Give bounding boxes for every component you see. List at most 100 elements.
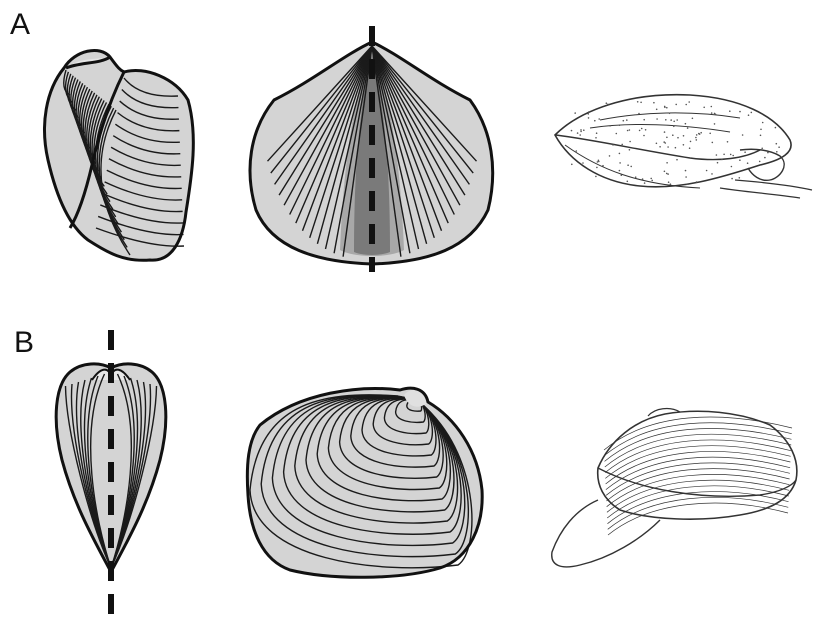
stipple-dot <box>588 113 590 115</box>
stipple-dot <box>656 109 658 111</box>
stipple-dot <box>580 129 582 131</box>
stipple-dot <box>630 166 632 168</box>
stipple-dot <box>602 165 604 167</box>
stipple-dot <box>579 134 581 136</box>
stipple-dot <box>595 176 597 178</box>
stipple-dot <box>670 119 672 121</box>
stipple-dot <box>616 133 618 135</box>
stipple-dot <box>666 162 668 164</box>
stipple-dot <box>644 182 646 184</box>
stipple-dot <box>776 151 778 153</box>
stipple-dot <box>729 110 731 112</box>
stipple-dot <box>583 129 585 131</box>
stipple-dot <box>619 162 621 164</box>
stipple-dot <box>711 173 713 175</box>
stipple-dot <box>687 127 689 129</box>
stipple-dot <box>667 146 669 148</box>
stipple-dot <box>596 167 598 169</box>
stipple-dot <box>650 178 652 180</box>
stipple-dot <box>673 121 675 123</box>
stipple-dot <box>715 114 717 116</box>
stipple-dot <box>767 152 769 154</box>
stipple-dot <box>664 131 666 133</box>
panel-b-animal-drawing <box>552 409 797 567</box>
stipple-dot <box>676 119 678 121</box>
stipple-dot <box>627 130 629 132</box>
stipple-dot <box>588 111 590 113</box>
stipple-dot <box>747 162 749 164</box>
stipple-dot <box>606 102 608 104</box>
stipple-dot <box>598 160 600 162</box>
stipple-dot <box>666 173 668 175</box>
stipple-dot <box>597 161 599 163</box>
stipple-dot <box>685 176 687 178</box>
stipple-dot <box>638 113 640 115</box>
stipple-dot <box>688 101 690 103</box>
stipple-dot <box>696 134 698 136</box>
stipple-dot <box>582 162 584 164</box>
stipple-dot <box>727 141 729 143</box>
panel-b-lateral-shell <box>247 388 482 577</box>
stipple-dot <box>739 177 741 179</box>
stipple-dot <box>748 114 750 116</box>
stipple-dot <box>690 141 692 143</box>
panel-label-a: A <box>10 8 30 41</box>
stipple-dot <box>739 111 741 113</box>
stipple-dot <box>596 132 598 134</box>
stipple-dot <box>760 135 762 137</box>
stipple-dot <box>637 101 639 103</box>
stipple-dot <box>619 153 621 155</box>
stipple-dot <box>643 119 645 121</box>
stipple-dot <box>580 131 582 133</box>
stipple-dot <box>703 107 705 109</box>
stipple-dot <box>685 170 687 172</box>
stipple-dot <box>598 118 600 120</box>
stipple-dot <box>685 104 687 106</box>
stipple-dot <box>675 104 677 106</box>
stipple-dot <box>716 154 718 156</box>
stipple-dot <box>627 164 629 166</box>
panel-a-frontal-shell <box>250 26 493 272</box>
stipple-dot <box>663 141 665 143</box>
stipple-dot <box>619 124 621 126</box>
stipple-dot <box>721 159 723 161</box>
panel-a-lateral-shell <box>45 50 194 260</box>
stipple-dot <box>751 112 753 114</box>
stipple-dot <box>656 118 658 120</box>
stipple-dot <box>700 132 702 134</box>
stipple-dot <box>744 151 746 153</box>
stipple-dot <box>643 135 645 137</box>
stipple-dot <box>626 119 628 121</box>
stipple-dot <box>776 143 778 145</box>
stipple-dot <box>609 125 611 127</box>
stipple-dot <box>711 106 713 108</box>
stipple-dot <box>651 180 653 182</box>
stipple-dot <box>594 120 596 122</box>
stipple-dot <box>666 107 668 109</box>
stipple-dot <box>742 134 744 136</box>
stipple-dot <box>676 159 678 161</box>
stipple-dot <box>656 143 658 145</box>
stipple-dot <box>667 173 669 175</box>
stipple-dot <box>689 147 691 149</box>
stipple-dot <box>629 129 631 131</box>
stipple-dot <box>621 174 623 176</box>
stipple-dot <box>619 170 621 172</box>
stipple-dot <box>711 112 713 114</box>
stipple-dot <box>675 147 677 149</box>
stipple-dot <box>685 123 687 125</box>
stipple-dot <box>732 155 734 157</box>
stipple-dot <box>640 102 642 104</box>
stipple-dot <box>595 137 597 139</box>
stipple-dot <box>574 112 576 114</box>
stipple-dot <box>666 137 668 139</box>
stipple-dot <box>639 130 641 132</box>
stipple-dot <box>665 119 667 121</box>
stipple-dot <box>731 178 733 180</box>
stipple-dot <box>709 133 711 135</box>
stipple-dot <box>612 144 614 146</box>
stipple-dot <box>762 122 764 124</box>
stipple-dot <box>778 146 780 148</box>
stipple-dot <box>712 142 714 144</box>
stipple-dot <box>577 132 579 134</box>
